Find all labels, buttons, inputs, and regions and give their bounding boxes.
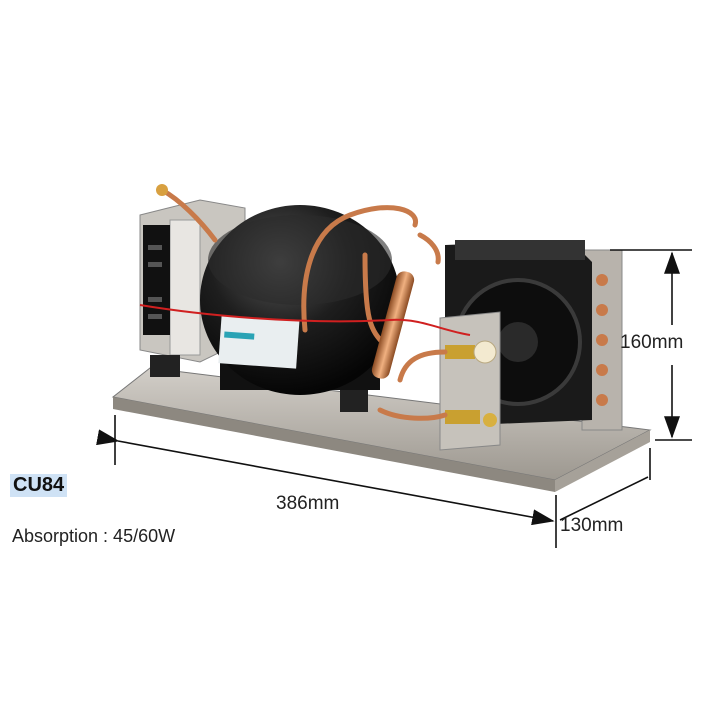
valve-bracket xyxy=(439,311,501,451)
filter-drier xyxy=(371,271,415,379)
width-dimension-label: 386mm xyxy=(276,493,340,514)
absorption-spec: Absorption : 45/60W xyxy=(12,526,176,546)
compressor xyxy=(200,205,400,412)
service-port xyxy=(156,184,168,196)
depth-dimension-label: 130mm xyxy=(560,515,624,536)
model-name: CU84 xyxy=(10,474,68,497)
height-dimension-label: 160mm xyxy=(620,332,684,353)
power-wire xyxy=(139,304,471,336)
dimension-lines xyxy=(96,249,692,548)
